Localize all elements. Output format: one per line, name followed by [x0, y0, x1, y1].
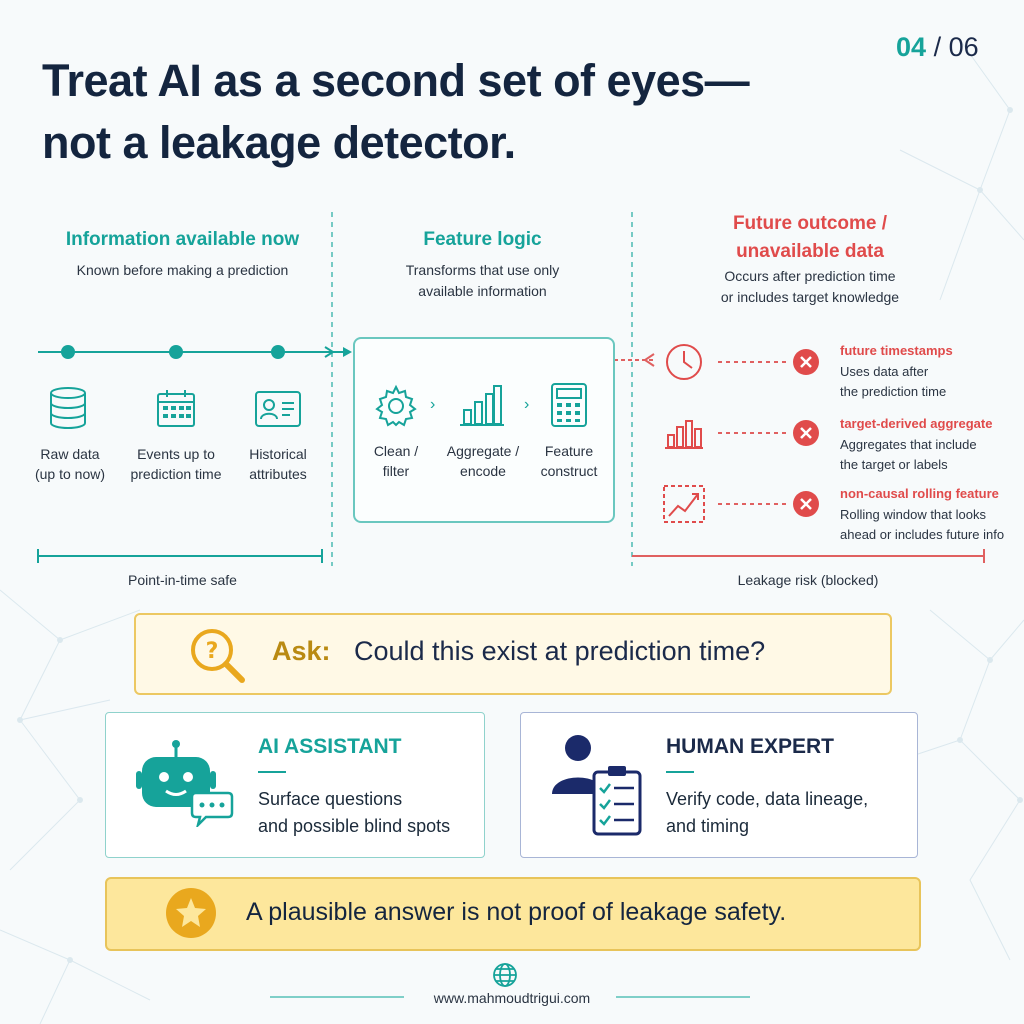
logic-step-construct: Feature construct — [530, 441, 608, 481]
timeline-item-historical: Historical attributes — [228, 444, 328, 484]
human-expert-heading: HUMAN EXPERT — [666, 735, 835, 758]
timeline-item-line: Historical — [249, 446, 307, 462]
column-future-heading-line: Future outcome / — [732, 213, 888, 234]
ai-assistant-text-line: Surface questions — [258, 789, 403, 809]
logic-step-line: Clean / — [373, 443, 419, 459]
card-divider — [666, 771, 694, 773]
column-available-heading: Information available now — [65, 229, 300, 250]
logic-step-line: encode — [460, 463, 506, 479]
ai-assistant-text-line: and possible blind spots — [258, 816, 451, 836]
ai-assistant-heading: AI ASSISTANT — [258, 735, 402, 758]
risk-title: future timestamps — [840, 343, 953, 358]
feature-logic-box — [353, 337, 615, 523]
column-logic-subtitle-line: available information — [418, 283, 547, 299]
logic-step-clean: Clean / filter — [361, 441, 431, 481]
magnifier-question-icon: ? — [191, 629, 245, 683]
page-total: / 06 — [933, 32, 979, 62]
human-expert-text-line: and timing — [666, 816, 750, 836]
risk-title: target-derived aggregate — [840, 416, 993, 431]
bar-chart-icon — [460, 385, 504, 426]
timeline-item-line: Events up to — [137, 446, 215, 462]
blocked-x-icon — [793, 420, 819, 446]
column-future-subtitle: Occurs after prediction time or includes… — [660, 266, 960, 308]
risk-description: Uses data after — [840, 364, 929, 379]
risk-title: non-causal rolling feature — [840, 486, 999, 501]
warning-banner — [105, 877, 921, 951]
timeline-item-line: attributes — [249, 466, 307, 482]
human-expert-text: Verify code, data lineage, and timing — [666, 786, 868, 840]
step-arrow-icon: › — [524, 396, 530, 413]
risk-item-rolling-feature: non-causal rolling feature Rolling windo… — [840, 486, 1022, 545]
ask-callout — [134, 613, 892, 695]
blocked-x-icon — [793, 491, 819, 517]
timeline-item-line: Raw data — [40, 446, 100, 462]
clock-icon — [666, 344, 702, 380]
risk-item-target-aggregate: target-derived aggregate Aggregates that… — [840, 416, 1020, 475]
column-future-subtitle-line: Occurs after prediction time — [724, 268, 896, 284]
warning-text: A plausible answer is not proof of leaka… — [246, 898, 787, 926]
risk-description: the target or labels — [840, 457, 948, 472]
risk-description: the prediction time — [840, 384, 947, 399]
robot-chat-icon — [136, 740, 234, 827]
safe-label: Point-in-time safe — [128, 572, 237, 588]
timeline-item-raw-data: Raw data (up to now) — [18, 444, 122, 484]
page-current: 04 — [896, 32, 927, 62]
logic-step-line: filter — [382, 463, 410, 479]
logic-step-aggregate: Aggregate / encode — [438, 441, 528, 481]
gear-icon — [375, 384, 417, 427]
risk-description: ahead or includes future info — [840, 527, 1005, 542]
logic-step-line: Aggregate / — [446, 443, 520, 459]
risk-item-future-timestamps: future timestamps Uses data after the pr… — [840, 343, 1020, 402]
timeline-item-events: Events up to prediction time — [120, 444, 232, 484]
logic-step-line: Feature — [544, 443, 594, 459]
ask-label: Ask: — [272, 636, 331, 666]
footer-divider-left — [270, 996, 404, 998]
footer-divider-right — [616, 996, 750, 998]
logic-step-line: construct — [540, 463, 598, 479]
risk-label: Leakage risk (blocked) — [737, 572, 879, 588]
database-icon — [50, 387, 86, 430]
column-future-heading-line: unavailable data — [736, 241, 884, 262]
calendar-icon — [157, 390, 195, 427]
column-logic-subtitle: Transforms that use only available infor… — [340, 260, 625, 302]
svg-text:?: ? — [206, 639, 219, 664]
page-title: Treat AI as a second set of eyes— not a … — [42, 50, 802, 174]
footer-url: www.mahmoudtrigui.com — [433, 990, 591, 1006]
ask-question: Could this exist at prediction time? — [354, 636, 766, 666]
timeline-item-line: prediction time — [130, 466, 222, 482]
trend-chart-icon — [663, 485, 705, 523]
bar-chart-icon — [665, 420, 703, 449]
title-line-2: not a leakage detector. — [42, 117, 516, 168]
column-logic-subtitle-line: Transforms that use only — [405, 262, 560, 278]
column-available-subtitle: Known before making a prediction — [76, 262, 289, 278]
id-card-icon — [255, 391, 301, 427]
page-indicator: 04 / 06 — [896, 32, 979, 63]
globe-icon — [493, 963, 517, 987]
star-icon — [166, 888, 216, 938]
card-divider — [258, 771, 286, 773]
expert-clipboard-icon — [552, 735, 642, 836]
diagram-lines — [37, 212, 985, 566]
blocked-x-icon — [793, 349, 819, 375]
column-future-heading: Future outcome / unavailable data — [660, 210, 960, 266]
step-arrow-icon: › — [430, 396, 436, 413]
ai-assistant-text: Surface questions and possible blind spo… — [258, 786, 450, 840]
title-line-1: Treat AI as a second set of eyes— — [42, 55, 750, 106]
column-future-subtitle-line: or includes target knowledge — [720, 289, 900, 305]
column-logic-heading: Feature logic — [423, 229, 542, 250]
human-expert-text-line: Verify code, data lineage, — [666, 789, 869, 809]
calculator-icon — [551, 383, 587, 427]
timeline-item-line: (up to now) — [34, 466, 106, 482]
risk-description: Rolling window that looks — [840, 507, 986, 522]
risk-description: Aggregates that include — [840, 437, 977, 452]
